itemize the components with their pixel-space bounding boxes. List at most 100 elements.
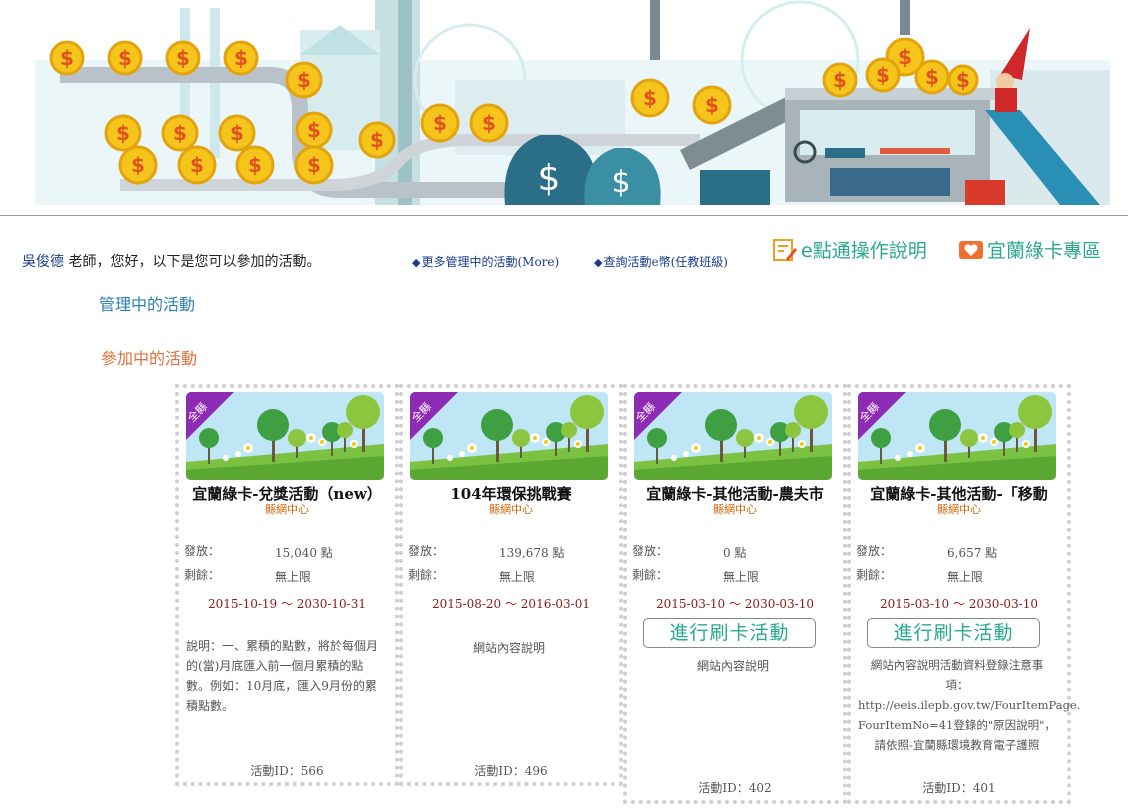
svg-text:$: $ — [956, 68, 970, 92]
activity-id: 活動ID：566 — [250, 764, 324, 778]
issued-value: 0 點 — [723, 546, 747, 560]
remain-label: 剩餘： — [184, 568, 221, 582]
svg-text:$: $ — [116, 121, 130, 145]
activity-organizer: 縣網中心 — [713, 503, 757, 516]
svg-text:$: $ — [118, 46, 132, 70]
svg-text:$: $ — [297, 68, 311, 92]
greeting-text: 吳俊德 老師，您好，以下是您可以參加的活動。 — [22, 251, 320, 271]
svg-text:$: $ — [248, 153, 262, 177]
issued-label: 發放： — [856, 544, 893, 558]
svg-text:$: $ — [307, 153, 321, 177]
svg-text:$: $ — [538, 158, 561, 199]
svg-text:$: $ — [705, 93, 719, 117]
issued-label: 發放： — [632, 544, 669, 558]
activity-description: 說明：一、累積的點數，將於每個月的(當)月底匯入前一個月累積的點數。例如：10月… — [186, 639, 379, 713]
joining-activities-heading: 參加中的活動 — [101, 349, 198, 368]
remain-value: 無上限 — [947, 570, 984, 584]
more-managed-activities-link[interactable]: ◆更多管理中的活動(More) — [412, 253, 559, 270]
activity-id: 活動ID：496 — [474, 764, 548, 778]
activity-description: 網站內容說明活動資料登錄注意事 項： http://eeis.ilepb.gov… — [858, 655, 1081, 755]
county-ribbon — [634, 392, 682, 440]
more-link-label: 更多管理中的活動(More) — [421, 255, 560, 269]
svg-text:$: $ — [60, 46, 74, 70]
description-line: 網站內容說明活動資料登錄注意事 — [870, 658, 1044, 672]
activity-thumbnail[interactable]: 全縣 — [186, 392, 384, 480]
activity-thumbnail[interactable]: 全縣 — [410, 392, 608, 480]
svg-text:$: $ — [234, 46, 248, 70]
description-line: FourItemNo=41登錄的"原因說明"， — [858, 718, 1056, 732]
managing-activities-heading[interactable]: 管理中的活動 — [99, 295, 196, 314]
header-banner: $ $ $ $ $ $ $ $ $ $ $ — [0, 0, 1128, 216]
svg-text:$: $ — [230, 121, 244, 145]
svg-text:$: $ — [876, 63, 890, 87]
county-ribbon — [186, 392, 234, 440]
issued-value: 6,657 點 — [947, 546, 998, 560]
activity-date-range: 2015-03-10 ～ 2030-03-10 — [879, 597, 1038, 611]
green-card-zone-link[interactable]: 宜蘭綠卡專區 — [958, 236, 1101, 263]
svg-text:$: $ — [176, 46, 190, 70]
activity-id: 活動ID：402 — [698, 781, 772, 795]
svg-text:$: $ — [307, 118, 321, 142]
activity-date-range: 2015-10-19 ～ 2030-10-31 — [207, 597, 366, 611]
edit-note-icon — [773, 238, 797, 261]
svg-text:$: $ — [370, 128, 384, 152]
svg-text:$: $ — [131, 153, 145, 177]
query-link-label: 查詢活動e幣(任教班級) — [603, 255, 728, 269]
park-scene-illustration: 全縣 — [634, 392, 832, 480]
start-card-swipe-button[interactable]: 進行刷卡活動 — [867, 618, 1040, 648]
description-line: http://eeis.ilepb.gov.tw/FourItemPage. — [858, 698, 1081, 712]
activity-organizer: 縣網中心 — [265, 503, 309, 516]
remain-value: 無上限 — [275, 570, 312, 584]
activity-title[interactable]: 宜蘭綠卡-其他活動-「移動 — [870, 485, 1048, 503]
remain-value: 無上限 — [499, 570, 536, 584]
activity-date-range: 2015-08-20 ～ 2016-03-01 — [431, 597, 590, 611]
activity-id: 活動ID：401 — [922, 781, 996, 795]
description-line: 項： — [945, 678, 969, 692]
svg-text:$: $ — [643, 86, 657, 110]
help-guide-label: e點通操作說明 — [801, 240, 927, 262]
activity-thumbnail[interactable]: 全縣 — [634, 392, 832, 480]
park-scene-illustration: 全縣 — [410, 392, 608, 480]
issued-value: 139,678 點 — [499, 546, 565, 560]
issued-label: 發放： — [184, 544, 221, 558]
remain-label: 剩餘： — [408, 568, 445, 582]
activity-card[interactable]: 全縣 宜蘭綠卡-其他活動-農夫市 縣網中心 發放： 0 點 剩餘： 無上限 20… — [623, 384, 847, 804]
factory-coins-illustration: $ $ $ $ $ $ $ $ $ $ $ — [35, 0, 1110, 205]
county-ribbon — [410, 392, 458, 440]
green-card-zone-label: 宜蘭綠卡專區 — [987, 240, 1102, 262]
query-ecoin-link[interactable]: ◆查詢活動e幣(任教班級) — [594, 253, 728, 270]
remain-value: 無上限 — [723, 570, 760, 584]
start-card-swipe-button[interactable]: 進行刷卡活動 — [643, 618, 816, 648]
teacher-name: 吳俊德 — [22, 254, 64, 270]
activity-title[interactable]: 宜蘭綠卡-兌獎活動（new） — [192, 485, 382, 503]
activity-thumbnail[interactable]: 全縣 — [858, 392, 1056, 480]
activity-title[interactable]: 宜蘭綠卡-其他活動-農夫市 — [646, 485, 824, 503]
activity-organizer: 縣網中心 — [937, 503, 981, 516]
issued-label: 發放： — [408, 544, 445, 558]
activity-card[interactable]: 全縣 104年環保挑戰賽 縣網中心 發放： 139,678 點 剩餘： 無上限 … — [399, 384, 623, 786]
diamond-bullet-icon: ◆ — [412, 256, 421, 269]
svg-text:$: $ — [173, 121, 187, 145]
activity-card[interactable]: 全縣 宜蘭綠卡-兌獎活動（new） 縣網中心 發放： 15,040 點 剩餘： … — [175, 384, 399, 786]
heart-card-icon — [959, 240, 983, 259]
description-line: 請依照-宜蘭縣環境教育電子護照 — [874, 738, 1040, 752]
activity-date-range: 2015-03-10 ～ 2030-03-10 — [655, 597, 814, 611]
help-guide-link[interactable]: e點通操作說明 — [772, 236, 927, 263]
activity-description: 網站內容說明 — [696, 659, 769, 673]
park-scene-illustration: 全縣 — [858, 392, 1056, 480]
county-ribbon — [858, 392, 906, 440]
svg-text:$: $ — [482, 111, 496, 135]
greeting-suffix: 老師，您好，以下是您可以參加的活動。 — [64, 254, 321, 270]
svg-text:$: $ — [898, 45, 912, 69]
svg-text:$: $ — [611, 165, 630, 200]
activity-card[interactable]: 全縣 宜蘭綠卡-其他活動-「移動 縣網中心 發放： 6,657 點 剩餘： 無上… — [847, 384, 1081, 804]
issued-value: 15,040 點 — [275, 546, 333, 560]
diamond-bullet-icon: ◆ — [594, 256, 603, 269]
remain-label: 剩餘： — [856, 568, 893, 582]
svg-text:$: $ — [925, 65, 939, 89]
svg-text:$: $ — [190, 153, 204, 177]
svg-text:$: $ — [433, 111, 447, 135]
activity-organizer: 縣網中心 — [489, 503, 533, 516]
remain-label: 剩餘： — [632, 568, 669, 582]
activity-title[interactable]: 104年環保挑戰賽 — [450, 485, 572, 503]
